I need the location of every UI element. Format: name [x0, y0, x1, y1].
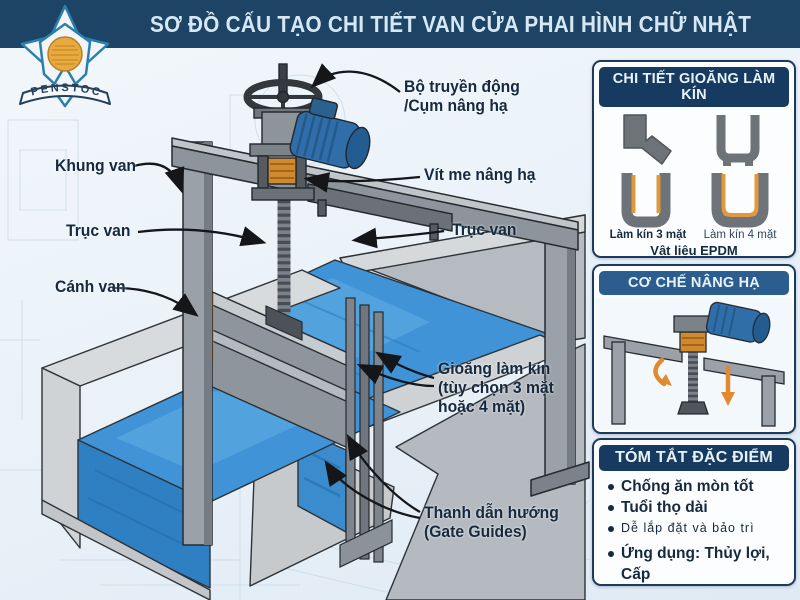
- seal-profile-4-side: [711, 173, 769, 228]
- label-truc-van-right: Trục van: [452, 221, 517, 239]
- summary-list: Chống ăn mòn tốt Tuổi thọ dài Dễ lắp đặt…: [594, 477, 794, 585]
- page-title: SƠ ĐỒ CẤU TẠO CHI TIẾT VAN CỬA PHAI HÌNH…: [150, 10, 752, 37]
- label-vit-me: Vít me nâng hạ: [424, 166, 536, 184]
- logo-banner: [19, 84, 111, 105]
- seal-label-4-side: Làm kín 4 mặt: [703, 229, 777, 241]
- sluice-gate-diagram: [0, 63, 590, 600]
- leader-arrows: [111, 63, 445, 520]
- panel-mech-title: CƠ CHẾ NÂNG HẠ: [599, 271, 789, 295]
- seal-material: Vật liệu EPDM: [650, 243, 738, 258]
- summary-item: Chống ăn mòn tốt: [608, 477, 786, 498]
- panel-seal-detail: CHI TIẾT GIOĂNG LÀM KÍN Làm kín 3 mặt Là…: [592, 60, 796, 258]
- panel-summary-title: TÓM TẮT ĐẶC ĐIỂM: [599, 445, 789, 471]
- stem-nut: [267, 157, 297, 185]
- mechanism-illustration: [596, 298, 792, 430]
- electric-motor: [289, 97, 371, 170]
- summary-item: Ứng dụng: Thủy lợi, Cấp: [608, 544, 786, 586]
- lifting-mechanism: [243, 63, 371, 201]
- seal-profile-3-side: [621, 173, 671, 228]
- panel-summary: TÓM TẮT ĐẶC ĐIỂM Chống ăn mòn tốt Tuổi t…: [592, 438, 796, 586]
- label-canh-van: Cánh van: [55, 278, 126, 296]
- label-gioang: Gioăng làm kín (tùy chọn 3 mặt hoặc 4 mặ…: [438, 360, 554, 417]
- label-thanh-dan-huong: Thanh dẫn hướng (Gate Guides): [424, 504, 559, 542]
- seal-profile-corner: [623, 114, 672, 165]
- panel-seal-title: CHI TIẾT GIOĂNG LÀM KÍN: [599, 67, 789, 107]
- label-khung-van: Khung van: [55, 157, 136, 175]
- title-bar: SƠ ĐỒ CẤU TẠO CHI TIẾT VAN CỬA PHAI HÌNH…: [0, 0, 800, 48]
- stem-screw: [265, 200, 303, 341]
- seal-profiles: Làm kín 3 mặt Làm kín 4 mặt: [594, 107, 794, 241]
- seal-label-3-side: Làm kín 3 mặt: [609, 229, 687, 241]
- penstock-logo: PENSTOCK: [6, 2, 111, 108]
- gate-guide-rails: [339, 297, 393, 568]
- summary-item: Dễ lắp đặt và bảo trì: [608, 519, 786, 538]
- label-truc-van-left: Trục van: [66, 222, 131, 240]
- panel-lifting-mechanism: CƠ CHẾ NÂNG HẠ: [592, 264, 796, 434]
- seal-profile-u-feet: [716, 115, 760, 166]
- motion-arrows: [653, 357, 735, 406]
- logo-sun: [47, 36, 83, 72]
- label-bo-truyen-dong: Bộ truyền động /Cụm nâng hạ: [404, 78, 520, 116]
- summary-item: Tuổi thọ dài: [608, 498, 786, 519]
- handwheel: [243, 79, 323, 115]
